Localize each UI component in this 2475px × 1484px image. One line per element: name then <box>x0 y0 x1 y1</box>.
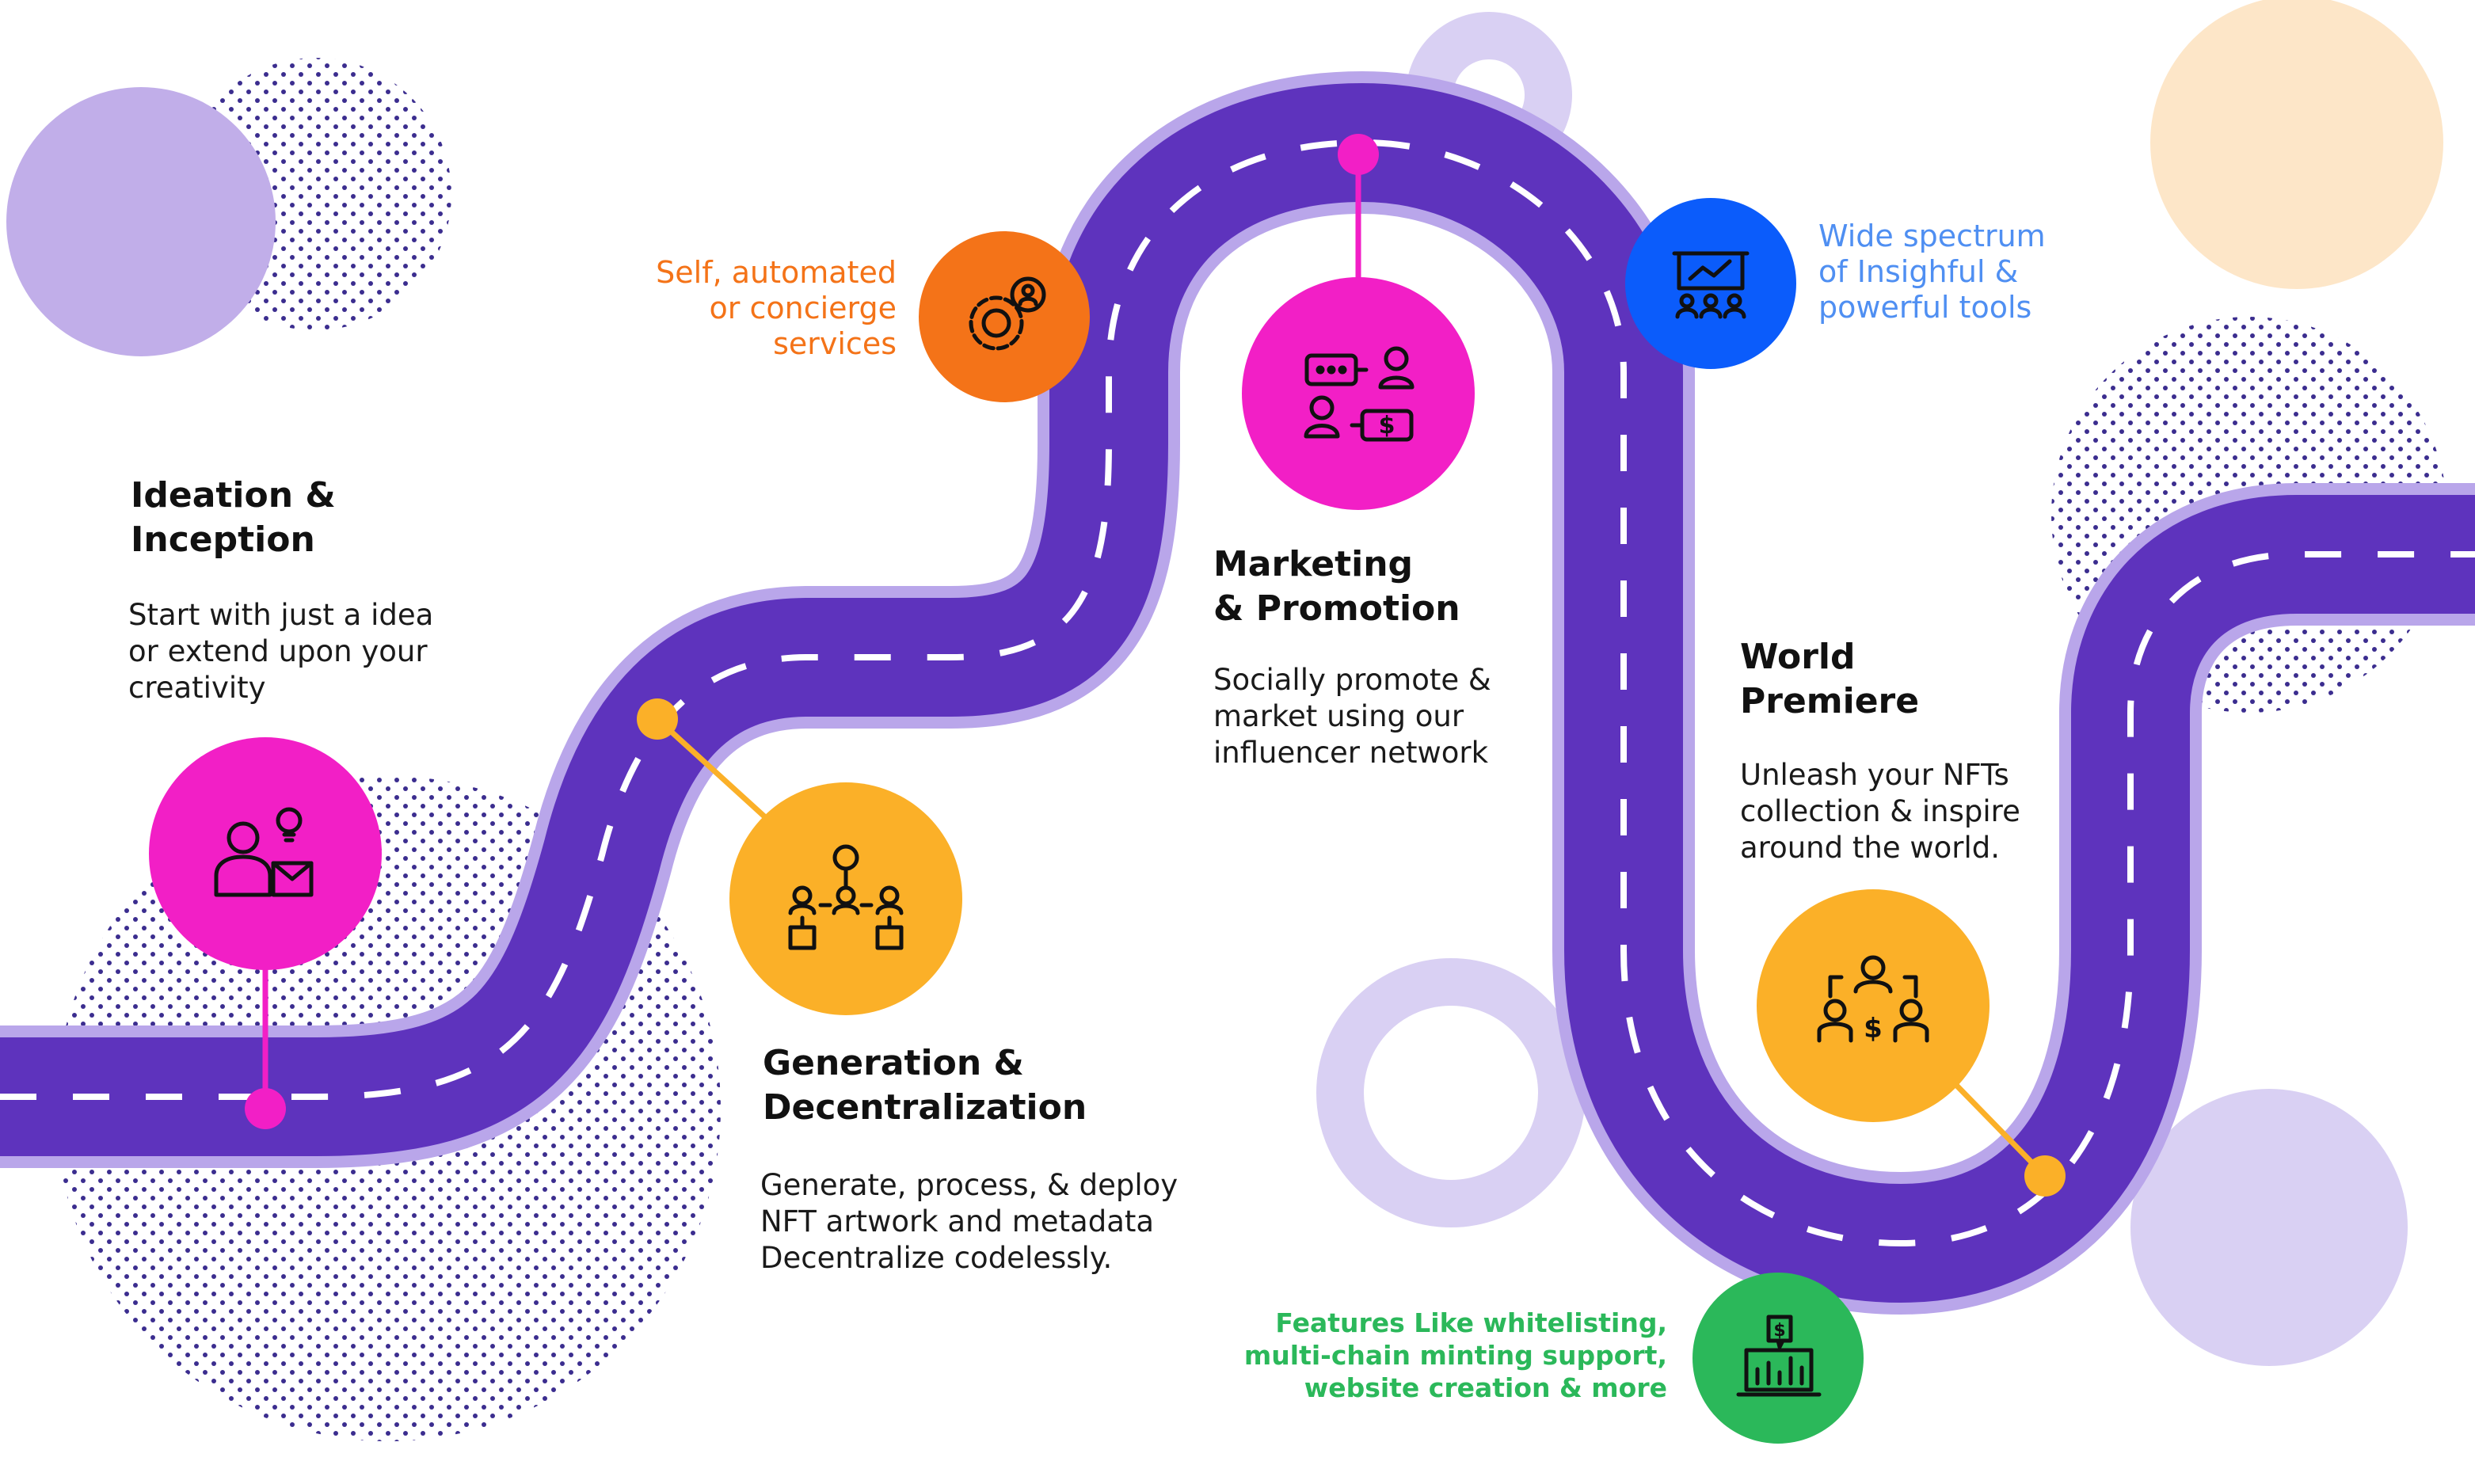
feature-tools-circle <box>1625 198 1796 369</box>
svg-text:$: $ <box>1773 1321 1785 1341</box>
peach-circle-top-right <box>2150 0 2443 289</box>
stage-ideation-circle <box>149 737 382 970</box>
road-lane-dashes <box>0 139 2475 1246</box>
lavender-ring-bottom <box>1316 958 1586 1227</box>
stage-marketing-circle: $ <box>1242 277 1475 510</box>
stage-ideation-title: Ideation & Inception <box>131 475 336 560</box>
lavender-circle-top-left <box>6 87 276 356</box>
feature-features-circle: $ <box>1693 1273 1864 1444</box>
road <box>0 71 2475 1315</box>
feature-features-text: Features Like whitelisting, multi-chain … <box>1243 1307 1667 1403</box>
svg-text:$: $ <box>1864 1013 1883 1045</box>
pin-generation <box>637 698 678 740</box>
pin-ideation <box>245 1088 286 1129</box>
network-hierarchy-icon <box>788 844 904 950</box>
stage-marketing-title: Marketing & Promotion <box>1213 544 1460 629</box>
stage-premiere-circle: $ <box>1757 889 1990 1122</box>
group-dollar-icon: $ <box>1817 955 1929 1045</box>
feature-services-circle <box>919 231 1090 402</box>
stage-generation-description: Generate, process, & deploy NFT artwork … <box>760 1168 1178 1275</box>
chat-dollar-icon: $ <box>1304 346 1415 442</box>
stage-marketing-description: Socially promote & market using our infl… <box>1213 663 1491 770</box>
feature-circles: $ <box>919 198 1864 1444</box>
feature-services-text: Self, automated or concierge services <box>656 255 897 361</box>
gear-user-icon <box>969 276 1046 351</box>
connectors <box>245 134 2066 1197</box>
svg-text:$: $ <box>1379 412 1396 439</box>
stage-premiere-title: World Premiere <box>1740 637 1920 721</box>
feature-tools-text: Wide spectrum of Insighful & powerful to… <box>1818 219 2046 325</box>
stage-generation-title: Generation & Decentralization <box>763 1043 1087 1128</box>
stage-circles: $ $ <box>149 277 1990 1122</box>
person-idea-icon <box>214 807 314 897</box>
stage-premiere-description: Unleash your NFTs collection & inspire a… <box>1740 758 2020 865</box>
presentation-icon <box>1672 251 1750 319</box>
lavender-circle-bottom-right <box>2130 1089 2408 1366</box>
connector-premiere <box>1946 1075 2047 1178</box>
dollar-chart-icon: $ <box>1736 1315 1822 1397</box>
pin-marketing <box>1338 134 1379 175</box>
pin-premiere <box>2024 1155 2066 1197</box>
stage-generation-circle <box>729 782 962 1015</box>
connector-generation <box>655 717 775 826</box>
stage-ideation-description: Start with just a idea or extend upon yo… <box>128 598 434 705</box>
